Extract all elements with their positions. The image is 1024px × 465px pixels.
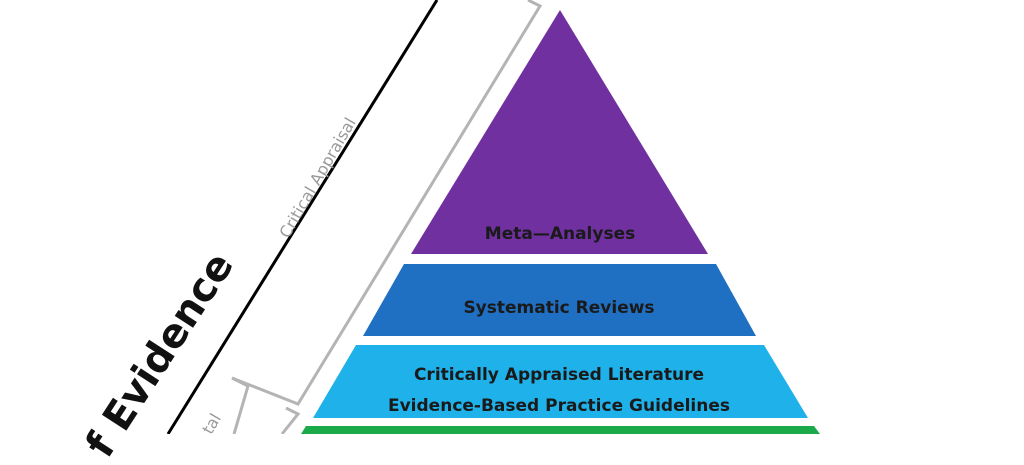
critical-appraisal-bracket [231,0,543,406]
lower-bracket [231,376,250,434]
tier-meta-analyses [411,10,708,254]
tier-critically-appraised [313,345,808,418]
tier-label-evidence-based-guidelines: Evidence-Based Practice Guidelines [387,396,731,416]
tier-systematic-reviews [363,264,756,336]
evidence-pyramid-diagram: Meta—Analyses Systematic Reviews Critica… [77,0,820,465]
tier-label-systematic-reviews: Systematic Reviews [463,298,655,318]
tier-bottom-green [301,426,820,434]
lower-bracket-2 [280,406,301,434]
tier-label-meta-analyses: Meta—Analyses [484,224,636,244]
diagonal-axis-line [166,0,439,434]
tier-label-critically-appraised-literature: Critically Appraised Literature [413,365,705,385]
